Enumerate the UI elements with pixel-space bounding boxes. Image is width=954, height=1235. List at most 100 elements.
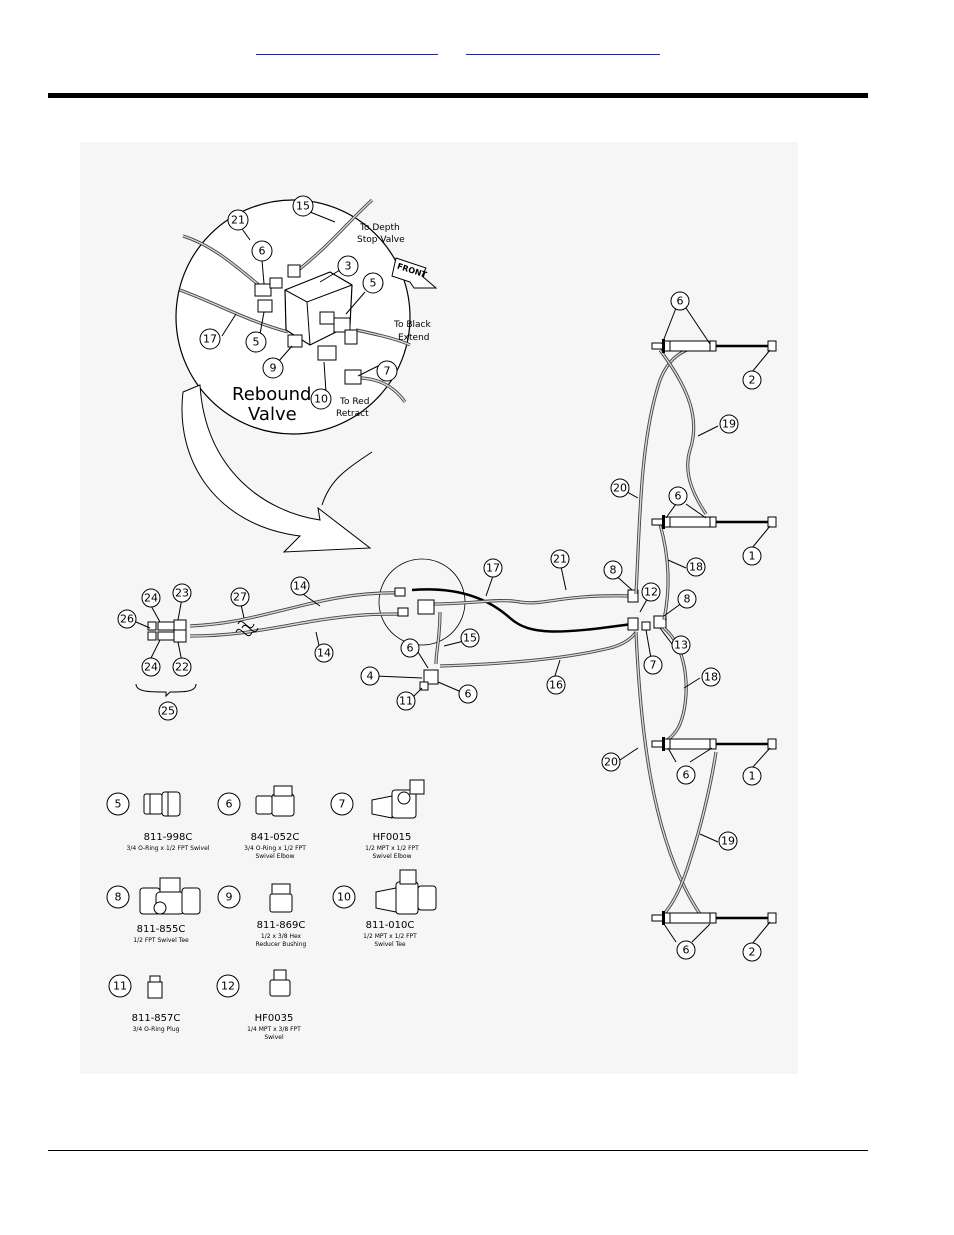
callout-label: 12: [644, 586, 658, 599]
callout-20: 20: [601, 752, 621, 772]
callout-26: 26: [117, 609, 137, 629]
callout-9: 9: [262, 357, 284, 379]
callout-5: 5: [245, 331, 267, 353]
callout-1: 1: [742, 546, 762, 566]
callout-label: 6: [683, 769, 690, 782]
callout-label: 11: [113, 980, 127, 993]
callout-24: 24: [141, 588, 161, 608]
callout-label: 8: [684, 593, 691, 606]
callout-label: 5: [115, 798, 122, 811]
header-link-1[interactable]: [256, 34, 438, 55]
callout-label: 22: [175, 661, 189, 674]
fitting-7-drawing: [371, 779, 425, 819]
callout-23: 23: [172, 583, 192, 603]
callout-label: 26: [120, 613, 134, 626]
inset-fitting-6a: [254, 283, 272, 297]
to-red-label-1: To Red: [339, 397, 369, 407]
callout-label: 6: [465, 688, 472, 701]
part-number: 811-869C: [257, 920, 306, 931]
callout-label: 23: [175, 587, 189, 600]
fitting-5-drawing: [143, 791, 181, 817]
part-number: 811-010C: [366, 920, 415, 931]
callout-14: 14: [314, 643, 334, 663]
callout-3: 3: [337, 255, 359, 277]
hose-14-top: [189, 591, 401, 628]
part-description: 1/2 MPT x 1/2 FPT: [363, 933, 417, 940]
callout-11: 11: [396, 691, 416, 711]
callout-7: 7: [376, 360, 398, 382]
callout-24: 24: [141, 657, 161, 677]
callout-label: 2: [749, 946, 756, 959]
callout-4: 4: [360, 666, 380, 686]
part-description: 3/4 O-Ring x 1/2 FPT Swivel: [127, 845, 210, 852]
to-black-label-1: To Black: [393, 320, 431, 330]
part-description-2: Swivel: [264, 1034, 284, 1041]
callout-label: 9: [226, 891, 233, 904]
callout-6: 6: [458, 684, 478, 704]
part-description: 1/2 x 3/8 Hex: [261, 933, 302, 940]
inset-detail: FRONT To Depth Stop Valve To Black Exten…: [175, 195, 438, 553]
part-description-2: Reducer Bushing: [256, 941, 307, 948]
callout-label: 2: [749, 374, 756, 387]
part-description-2: Swivel Elbow: [372, 853, 411, 860]
fitting-10-drawing: [375, 869, 437, 915]
callout-label: 8: [610, 564, 617, 577]
callout-5: 5: [362, 272, 384, 294]
callout-label: 1: [749, 550, 756, 563]
callout-label: 6: [683, 944, 690, 957]
hose-14-bottom: [189, 612, 401, 638]
callout-12: 12: [216, 974, 240, 998]
part-number: 811-855C: [137, 924, 186, 935]
callout-label: 5: [370, 277, 377, 290]
callout-5: 5: [106, 792, 130, 816]
cylinder-bottom: [650, 909, 778, 927]
part-number: 811-998C: [144, 832, 193, 843]
part-number: 841-052C: [251, 832, 300, 843]
to-depth-label-1: To Depth: [359, 223, 400, 233]
callout-label: 21: [231, 214, 245, 227]
hose-17: [411, 588, 633, 633]
callout-14: 14: [290, 576, 310, 596]
callout-label: 24: [144, 661, 158, 674]
callout-2: 2: [742, 942, 762, 962]
header-link-2[interactable]: [466, 34, 660, 55]
callout-label: 19: [722, 418, 736, 431]
callout-label: 8: [115, 891, 122, 904]
callout-7: 7: [643, 655, 663, 675]
callout-15: 15: [292, 195, 314, 217]
callout-6: 6: [217, 792, 241, 816]
callout-label: 11: [399, 695, 413, 708]
inset-pointer-arrow: [181, 384, 372, 553]
callout-label: 18: [689, 561, 703, 574]
part-description: 1/2 FPT Swivel Tee: [133, 937, 189, 944]
callout-label: 14: [293, 580, 307, 593]
to-depth-label-2: Stop Valve: [357, 235, 405, 245]
parts-legend: 5 811-998C 3/4 O-Ring x 1/2 FPT Swivel 6 841…: [106, 779, 437, 1041]
callout-20: 20: [610, 478, 630, 498]
part-number: HF0035: [255, 1013, 294, 1024]
part-description-2: Swivel Tee: [374, 941, 406, 948]
callout-9: 9: [217, 885, 241, 909]
callout-8: 8: [603, 560, 623, 580]
front-arrow: FRONT: [391, 257, 438, 289]
fitting-6-drawing: [255, 785, 295, 817]
callout-19: 19: [718, 831, 738, 851]
callout-10: 10: [310, 388, 332, 410]
callout-label: 6: [677, 295, 684, 308]
callout-label: 4: [367, 670, 374, 683]
callout-label: 16: [549, 679, 563, 692]
callout-21: 21: [227, 209, 249, 231]
part-description-2: Swivel Elbow: [255, 853, 294, 860]
callout-13: 13: [671, 635, 691, 655]
callout-label: 17: [486, 562, 500, 575]
fitting-8-drawing: [139, 877, 201, 915]
callout-12: 12: [641, 582, 661, 602]
callout-label: 7: [384, 365, 391, 378]
callout-label: 15: [463, 632, 477, 645]
callout-21: 21: [550, 549, 570, 569]
callout-label: 1: [749, 770, 756, 783]
callout-17: 17: [199, 328, 221, 350]
fitting-9-drawing: [269, 883, 293, 913]
callout-label: 19: [721, 835, 735, 848]
callout-label: 15: [296, 200, 310, 213]
